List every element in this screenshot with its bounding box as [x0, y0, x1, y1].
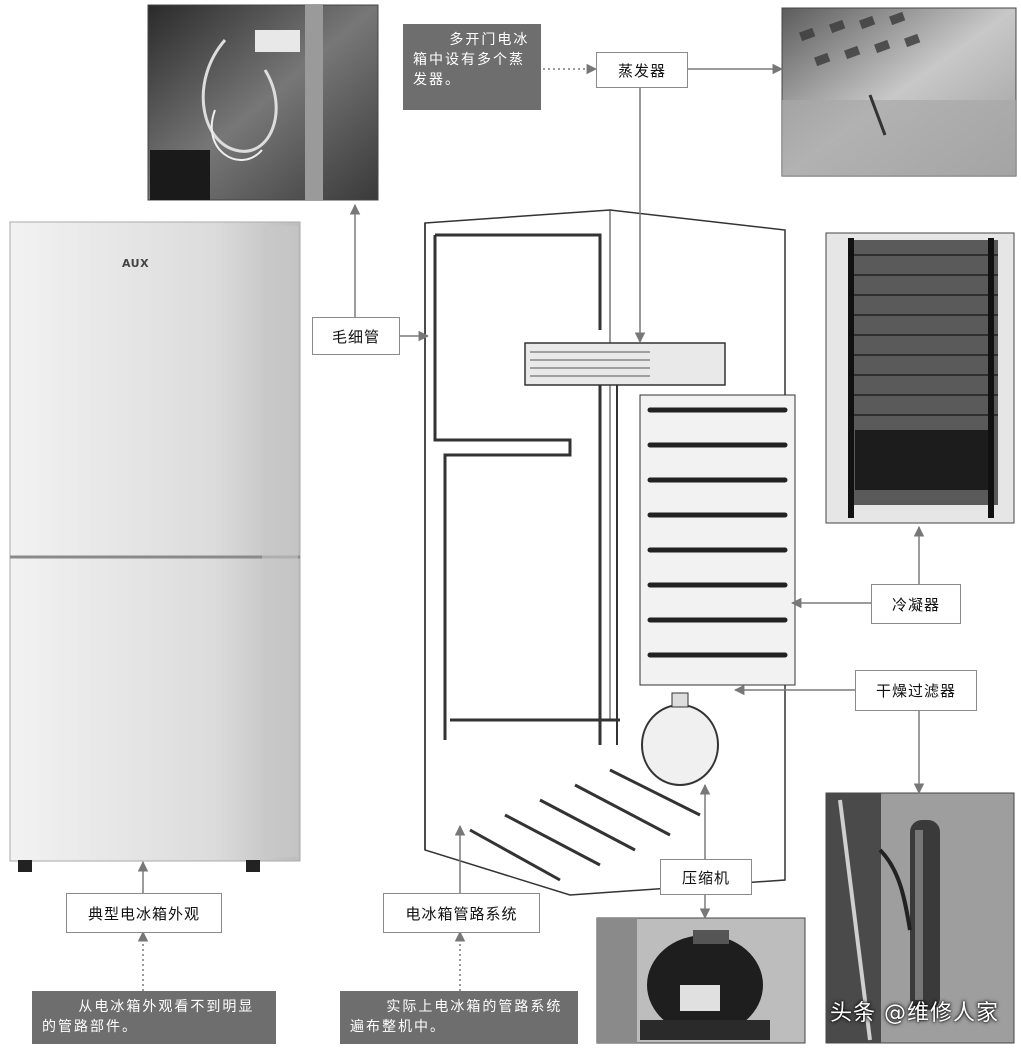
inside-note-text: 实际上电冰箱的管路系统遍布整机中。 [350, 999, 563, 1035]
connector-lines [137, 63, 925, 991]
evaporator-photo [781, 7, 1017, 177]
outside-note: 从电冰箱外观看不到明显的管路部件。 [32, 991, 276, 1044]
capillary-label: 毛细管 [312, 317, 400, 355]
compressor-label: 压缩机 [660, 859, 752, 895]
outside-note-text: 从电冰箱外观看不到明显的管路部件。 [42, 999, 255, 1035]
piping-system [424, 209, 796, 896]
dryer-filter-photo [825, 792, 1015, 1044]
watermark: 头条 @维修人家 [830, 1001, 999, 1026]
fridge-brand-logo: AUX [122, 257, 150, 270]
condenser-photo [825, 232, 1015, 524]
multi-door-note: 多开门电冰箱中设有多个蒸发器。 [403, 24, 541, 110]
fridge-illustration [9, 221, 301, 872]
fridge-appearance-label: 典型电冰箱外观 [66, 893, 222, 933]
inside-note: 实际上电冰箱的管路系统遍布整机中。 [340, 991, 578, 1044]
compressor-photo [596, 917, 806, 1044]
multi-door-note-text: 多开门电冰箱中设有多个蒸发器。 [413, 32, 530, 88]
evaporator-label: 蒸发器 [596, 52, 688, 88]
capillary-photo [147, 4, 379, 201]
dryer-filter-label: 干燥过滤器 [855, 670, 977, 711]
fridge-piping-label: 电冰箱管路系统 [383, 893, 540, 933]
condenser-label: 冷凝器 [871, 584, 961, 624]
